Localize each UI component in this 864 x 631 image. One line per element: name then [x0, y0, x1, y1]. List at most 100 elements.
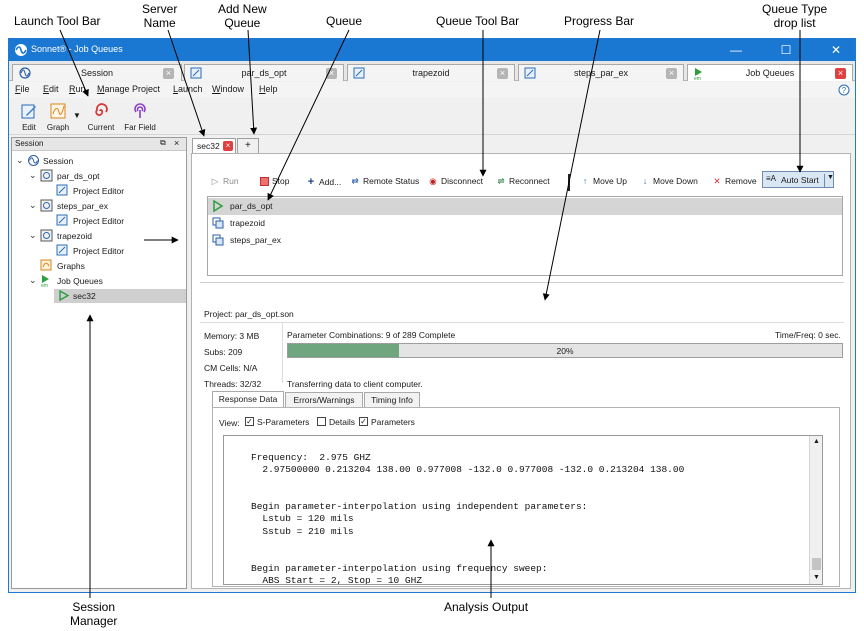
doc-tab-label: steps_par_ex	[573, 68, 629, 78]
move-down-button[interactable]: ↓Move Down	[640, 176, 698, 186]
add-queue-icon: +	[245, 140, 251, 151]
project-stats-divider	[200, 322, 844, 323]
menu-help[interactable]: Help	[259, 84, 278, 94]
tree-item-steps-par-ex[interactable]: ⌄ steps_par_ex	[12, 199, 186, 213]
doc-tab-session[interactable]: Session ×	[12, 64, 182, 81]
remove-label: Remove	[725, 176, 757, 186]
tree-item-project-editor[interactable]: Project Editor	[12, 244, 186, 258]
run-button[interactable]: ▷Run	[210, 176, 239, 187]
far-field-button[interactable]: Far Field	[121, 101, 159, 133]
remove-button[interactable]: ✕Remove	[712, 176, 757, 187]
tree-item-project-editor[interactable]: Project Editor	[12, 184, 186, 198]
minimize-button[interactable]: —	[730, 43, 742, 57]
close-tab-icon[interactable]: ×	[326, 68, 337, 79]
queue-toolbar: ▷Run Stop +Add... ⇄Remote Status ◉Discon…	[202, 174, 842, 192]
disconnect-button[interactable]: ◉Disconnect	[428, 176, 483, 187]
server-tab-sec32[interactable]: sec32 ×	[192, 138, 236, 153]
tree-item-session[interactable]: ⌄ Session	[12, 154, 186, 168]
queue-type-drop-list[interactable]: ≡A Auto Start ▼	[762, 171, 834, 188]
queue-item-trapezoid[interactable]: trapezoid	[208, 215, 842, 232]
s-parameters-checkbox[interactable]: ✓S-Parameters	[245, 417, 309, 427]
scroll-down-icon[interactable]: ▼	[813, 574, 820, 581]
edit-button[interactable]: Edit	[15, 101, 43, 133]
analysis-output-text: Frequency: 2.975 GHZ 2.97500000 0.213204…	[251, 452, 685, 585]
menu-launch[interactable]: Launch	[173, 84, 203, 94]
add-button[interactable]: +Add...	[306, 176, 341, 188]
tree-expand-icon[interactable]: ⌄	[29, 230, 37, 240]
tree-expand-icon[interactable]: ⌄	[29, 200, 37, 210]
menu-file[interactable]: File	[15, 84, 30, 94]
job-queues-icon: em	[694, 68, 702, 80]
menu-manage-project[interactable]: Manage Project	[97, 84, 161, 94]
analysis-output[interactable]: Frequency: 2.975 GHZ 2.97500000 0.213204…	[223, 435, 823, 585]
tree-expand-icon[interactable]: ⌄	[29, 275, 37, 285]
checkbox-checked-icon: ✓	[359, 417, 368, 427]
graph-button[interactable]: Graph	[43, 101, 73, 133]
doc-tab-label: trapezoid	[412, 68, 450, 78]
maximize-button[interactable]: ☐	[780, 43, 792, 57]
current-icon	[95, 103, 108, 116]
graph-dropdown-arrow-icon[interactable]: ▼	[73, 111, 81, 120]
reconnect-button[interactable]: ⇌Reconnect	[496, 176, 549, 187]
move-up-button[interactable]: ↑Move Up	[580, 176, 627, 186]
checkbox-label: S-Parameters	[257, 417, 310, 427]
tree-item-par-ds-opt[interactable]: ⌄ par_ds_opt	[12, 169, 186, 183]
stop-label: Stop	[272, 176, 290, 186]
callout-launch-tool-bar: Launch Tool Bar	[14, 14, 101, 28]
close-tab-icon[interactable]: ×	[163, 68, 174, 79]
doc-tab-steps-par-ex[interactable]: steps_par_ex ×	[518, 64, 684, 81]
callout-queue-tool-bar: Queue Tool Bar	[436, 14, 520, 28]
help-icon[interactable]: ?	[838, 84, 850, 96]
session-icon	[19, 67, 31, 79]
close-server-tab-icon[interactable]: ×	[223, 141, 233, 151]
tree-item-sec32[interactable]: sec32	[54, 289, 186, 303]
add-queue-tab[interactable]: +	[237, 138, 259, 153]
dropdown-arrow-icon[interactable]: ▼	[824, 174, 834, 187]
auto-start-icon: ≡A	[766, 174, 777, 183]
stop-button[interactable]: Stop	[260, 176, 290, 187]
queued-job-icon	[212, 217, 224, 229]
doc-tab-par-ds-opt[interactable]: par_ds_opt ×	[184, 64, 344, 81]
svg-text:em: em	[694, 76, 701, 80]
tree-item-job-queues[interactable]: ⌄ em Job Queues	[12, 274, 186, 288]
session-panel-header: Session ⧉ ×	[12, 138, 186, 151]
far-field-icon	[134, 103, 146, 118]
tree-item-trapezoid[interactable]: ⌄ trapezoid	[12, 229, 186, 243]
tab-errors-warnings[interactable]: Errors/Warnings	[285, 392, 363, 407]
parameter-combinations: Parameter Combinations: 9 of 289 Complet…	[287, 330, 456, 340]
menu-window[interactable]: Window	[212, 84, 245, 94]
remote-status-label: Remote Status	[363, 176, 420, 186]
close-tab-icon[interactable]: ×	[835, 68, 846, 79]
launch-toolbar: Edit Graph ▼ Current Far Field	[9, 99, 855, 135]
close-tab-icon[interactable]: ×	[666, 68, 677, 79]
close-panel-icon[interactable]: ×	[174, 138, 180, 148]
tab-response-data[interactable]: Response Data	[212, 391, 284, 408]
menu-run[interactable]: Run	[69, 84, 86, 94]
close-button[interactable]: ✕	[830, 43, 842, 57]
title-bar[interactable]: Sonnet® - Job Queues — ☐ ✕	[9, 39, 855, 61]
parameters-checkbox[interactable]: ✓Parameters	[359, 417, 415, 427]
run-label: Run	[223, 176, 239, 186]
queue-item-par-ds-opt[interactable]: par_ds_opt	[208, 198, 842, 215]
close-tab-icon[interactable]: ×	[497, 68, 508, 79]
current-button[interactable]: Current	[83, 101, 119, 133]
vertical-scrollbar[interactable]: ▲ ▼	[809, 436, 822, 584]
play-icon	[59, 289, 70, 302]
menu-edit[interactable]: Edit	[43, 84, 59, 94]
callout-progress-bar: Progress Bar	[564, 14, 635, 28]
tree-expand-icon[interactable]: ⌄	[29, 170, 37, 180]
scroll-thumb[interactable]	[812, 558, 821, 570]
tab-timing-info[interactable]: Timing Info	[364, 392, 420, 407]
doc-tab-job-queues[interactable]: em Job Queues ×	[687, 64, 853, 81]
scroll-up-icon[interactable]: ▲	[813, 438, 820, 445]
tree-item-project-editor[interactable]: Project Editor	[12, 214, 186, 228]
doc-tab-trapezoid[interactable]: trapezoid ×	[347, 64, 515, 81]
float-panel-icon[interactable]: ⧉	[160, 138, 166, 147]
callout-server-name: Server Name	[142, 2, 178, 30]
tree-expand-icon[interactable]: ⌄	[16, 155, 24, 165]
tree-item-graphs[interactable]: Graphs	[12, 259, 186, 273]
remote-status-button[interactable]: ⇄Remote Status	[350, 176, 419, 187]
details-checkbox[interactable]: Details	[317, 417, 355, 427]
disconnect-icon: ◉	[429, 176, 437, 186]
queue-item-steps-par-ex[interactable]: steps_par_ex	[208, 232, 842, 249]
